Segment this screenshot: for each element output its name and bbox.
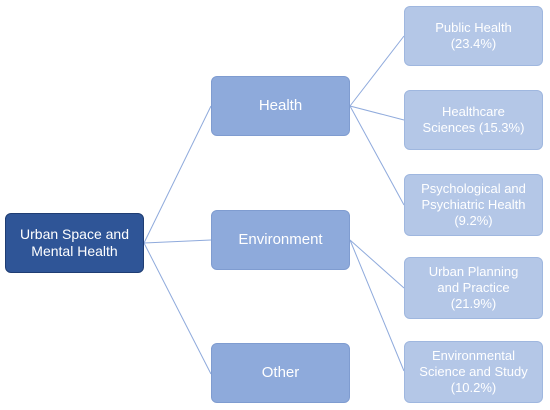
connector-health-psychological [349, 105, 405, 206]
connector-environment-environmental-science [349, 239, 405, 372]
connector-environment-urban-planning [349, 239, 405, 289]
field-node-psychological-psychiatric-health: Psychological and Psychiatric Health (9.… [404, 174, 543, 236]
field-node-urban-planning: Urban Planning and Practice (21.9%) [404, 257, 543, 319]
connector-root-environment [143, 239, 212, 244]
category-node-health: Health [211, 76, 350, 136]
field-node-environmental-science: Environmental Science and Study (10.2%) [404, 341, 543, 403]
field-node-public-health: Public Health (23.4%) [404, 6, 543, 66]
category-node-environment: Environment [211, 210, 350, 270]
category-node-other: Other [211, 343, 350, 403]
connector-root-other [143, 242, 212, 375]
connector-health-healthcare-sciences [349, 105, 405, 121]
connector-health-public-health [349, 35, 405, 107]
connector-root-health [143, 105, 212, 244]
root-node: Urban Space and Mental Health [5, 213, 144, 273]
field-node-healthcare-sciences: Healthcare Sciences (15.3%) [404, 90, 543, 150]
